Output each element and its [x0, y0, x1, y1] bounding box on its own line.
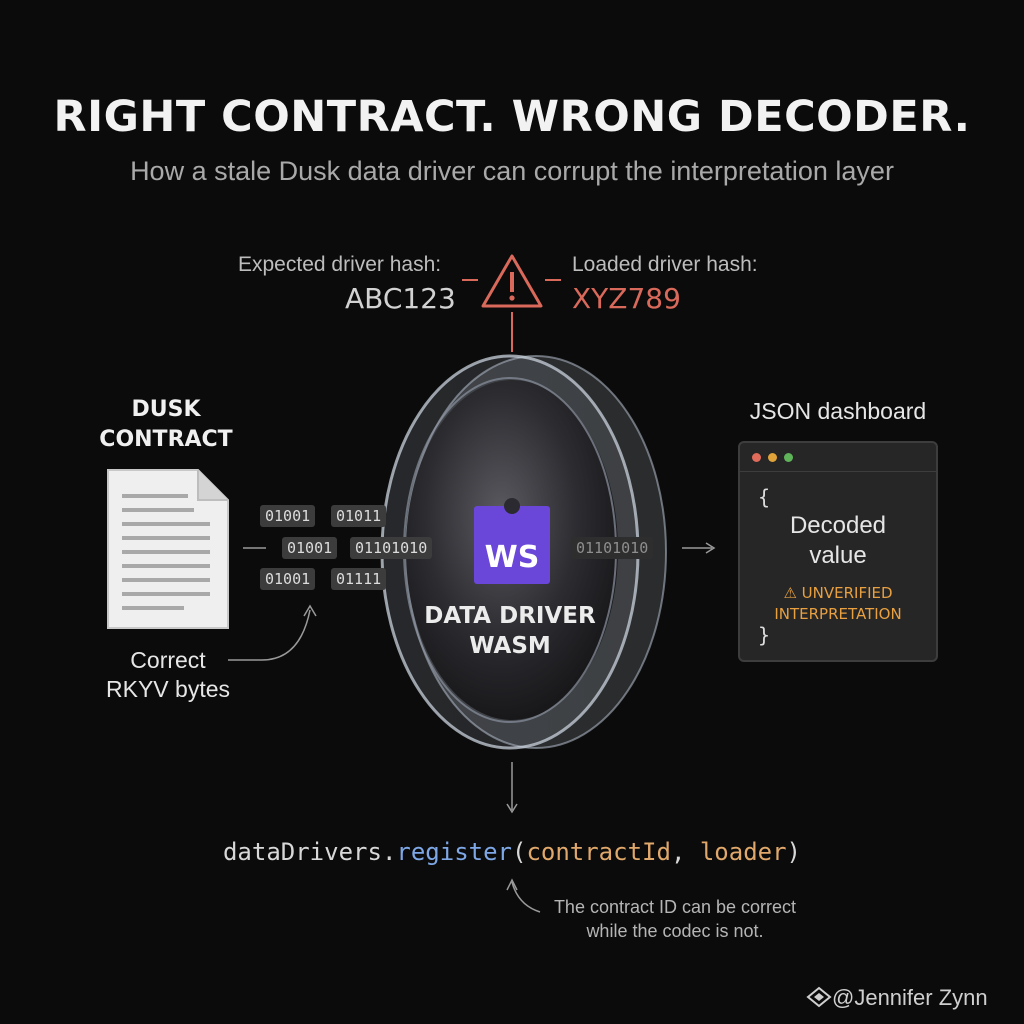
code-comma: , [670, 838, 700, 866]
wasm-logo-icon: WS [474, 498, 550, 584]
code-arg-loader: loader [699, 838, 787, 866]
code-close-paren: ) [786, 838, 801, 866]
code-dot: . [381, 838, 397, 866]
dashboard-title: JSON dashboard [749, 398, 927, 424]
byte-chip: 01001 [260, 568, 316, 590]
expected-hash-value: ABC123 [345, 282, 456, 315]
byte-chip: 01001 [260, 505, 316, 527]
diamond-logo-icon [806, 986, 832, 1008]
maximize-dot-icon [784, 453, 793, 462]
data-driver-label-line2: WASM [469, 633, 551, 659]
contract-caption-line1: Correct [130, 647, 206, 673]
warning-triangle-icon [481, 254, 543, 308]
output-byte-chip: 01101010 [571, 537, 654, 559]
byte-chip: 01101010 [350, 537, 433, 559]
decoded-value: Decoded value [740, 511, 936, 571]
contract-title: DUSK CONTRACT [96, 395, 236, 455]
json-close-brace: } [758, 623, 771, 647]
loaded-hash-value: XYZ789 [572, 282, 681, 315]
contract-caption-line2: RKYV bytes [106, 676, 230, 702]
data-driver-label: DATA DRIVER WASM [410, 601, 610, 661]
unverified-warning-line1: UNVERIFIED [801, 584, 893, 602]
contract-title-line1: DUSK [131, 397, 201, 422]
close-dot-icon [752, 453, 761, 462]
expected-hash-label: Expected driver hash: [238, 253, 442, 276]
wasm-badge-label: WS [484, 540, 540, 575]
register-code: dataDrivers.register(contractId, loader) [0, 838, 1024, 866]
page-title: RIGHT CONTRACT. WRONG DECODER. [53, 92, 971, 142]
byte-chip: 01111 [331, 568, 387, 590]
json-open-brace: { [758, 485, 771, 509]
decoded-value-line2: value [809, 542, 867, 569]
code-open-paren: ( [511, 838, 527, 866]
json-dashboard-window: { Decoded value ⚠ UNVERIFIED INTERPRETAT… [738, 441, 938, 662]
code-method: register [396, 838, 512, 866]
loaded-hash-label: Loaded driver hash: [572, 253, 758, 276]
codec-note-line2: while the codec is not. [586, 921, 764, 941]
unverified-warning-line2: INTERPRETATION [774, 605, 902, 623]
codec-note-line1: The contract ID can be correct [553, 897, 797, 917]
page-subtitle: How a stale Dusk data driver can corrupt… [130, 156, 894, 186]
warning-icon: ⚠ [783, 584, 797, 602]
contract-caption: Correct RKYV bytes [88, 646, 248, 704]
byte-chip: 01001 [282, 537, 338, 559]
watermark: @Jennifer Zynn [806, 985, 988, 1011]
watermark-text: @Jennifer Zynn [832, 985, 988, 1010]
minimize-dot-icon [768, 453, 777, 462]
decoded-value-line1: Decoded [789, 512, 887, 539]
code-arg-contract-id: contractId [526, 838, 671, 866]
code-object: dataDrivers [222, 838, 382, 866]
contract-title-line2: CONTRACT [99, 427, 233, 452]
data-driver-label-line1: DATA DRIVER [424, 603, 596, 629]
codec-note: The contract ID can be correct while the… [530, 895, 820, 943]
byte-chip: 01011 [331, 505, 387, 527]
document-icon [107, 469, 229, 629]
unverified-warning: ⚠ UNVERIFIED INTERPRETATION [740, 583, 936, 625]
